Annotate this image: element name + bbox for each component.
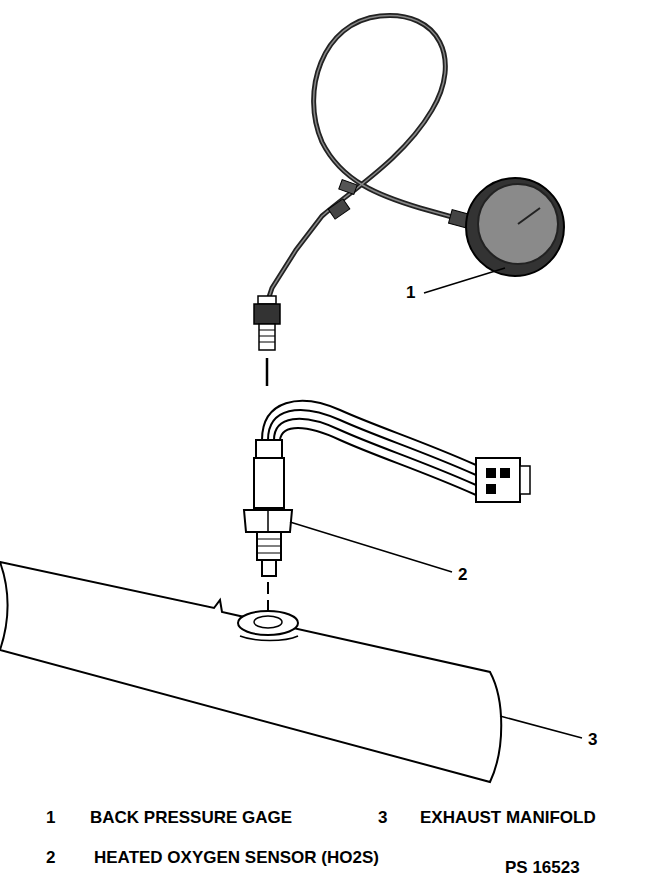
- callout-number: 1: [406, 284, 415, 303]
- hose-fitting: [328, 199, 350, 219]
- sensor-connector: [476, 458, 530, 502]
- gage-needle: [518, 208, 540, 224]
- sensor-boot: [256, 440, 282, 458]
- hose-fitting: [339, 180, 357, 195]
- figure-number: PS 16523: [505, 859, 580, 878]
- hose-highlight: [268, 16, 470, 300]
- gage-face: [478, 184, 558, 264]
- sensor-tip: [262, 560, 276, 576]
- gage-body: [466, 178, 564, 276]
- part-name: BACK PRESSURE GAGE: [90, 809, 292, 828]
- sensor-hex: [244, 510, 292, 532]
- leader-line: [424, 268, 505, 293]
- part-name: EXHAUST MANIFOLD: [420, 809, 596, 828]
- sensor-thread: [257, 532, 281, 560]
- center-line: [266, 358, 269, 386]
- boss-shadow: [240, 636, 298, 641]
- center-line: [267, 582, 269, 594]
- thread-lines: [259, 330, 275, 342]
- thread-lines: [257, 539, 281, 553]
- leader-line: [290, 522, 452, 572]
- adapter-thread: [259, 324, 275, 350]
- exhaust-manifold: [0, 562, 501, 782]
- sensor-body: [254, 458, 284, 508]
- adapter-hex: [254, 304, 280, 324]
- part-name: HEATED OXYGEN SENSOR (HO2S): [94, 849, 379, 868]
- leader-line: [500, 716, 582, 738]
- sensor-wire: [280, 428, 476, 495]
- sensor-hole: [254, 616, 282, 628]
- hex-edge: [267, 510, 269, 532]
- key-number: 1: [46, 809, 55, 828]
- adapter-collar: [258, 296, 276, 304]
- callout-number: 2: [458, 566, 467, 585]
- sensor-boss: [238, 611, 298, 635]
- gage-hose: [268, 16, 470, 300]
- callout-number: 3: [588, 731, 597, 750]
- key-number: 3: [378, 809, 387, 828]
- key-number: 2: [46, 849, 55, 868]
